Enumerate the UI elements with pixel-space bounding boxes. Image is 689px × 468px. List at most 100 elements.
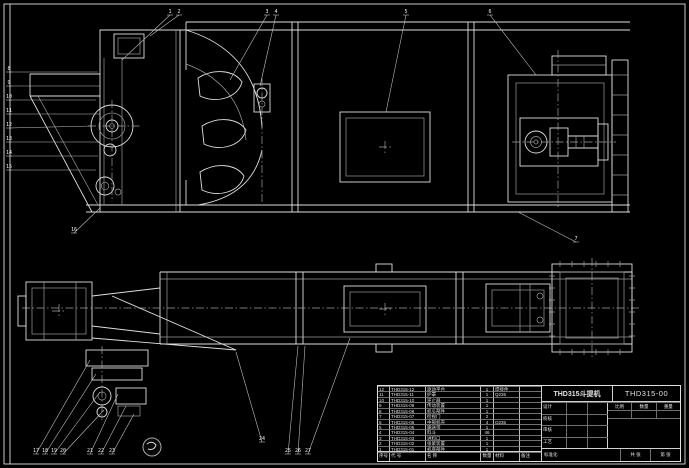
bom-cell: [519, 434, 541, 441]
bom-cell: THD315-11: [389, 391, 425, 397]
leader-line: [100, 405, 127, 455]
bom-cell: 8: [378, 407, 389, 413]
leader-line: [229, 14, 268, 81]
field-label: 工艺: [542, 436, 566, 449]
callout-number: 23: [109, 448, 115, 454]
bom-cell: THD315-04: [389, 429, 425, 435]
bom-cell: THD315-09: [389, 402, 425, 408]
bom-cell: 传动装置: [425, 402, 480, 408]
field-label: 数量: [631, 402, 656, 410]
bucket-profile: [199, 165, 245, 194]
callout-number: 17: [33, 448, 39, 454]
title-block: THD315斗提机 THD315-00 设计 校核 审核 工艺 比例 数量 重量…: [542, 386, 680, 461]
callout-number: 13: [6, 136, 12, 142]
callout-number: 12: [6, 122, 12, 128]
callout-number: 7: [574, 236, 577, 242]
drawing-title: THD315斗提机: [542, 386, 613, 401]
bom-cell: [519, 445, 541, 452]
leader-line: [8, 125, 93, 129]
callout-number: 14: [6, 150, 12, 156]
bom-cell: [519, 429, 541, 435]
bom-cell: THD315-01: [389, 445, 425, 452]
end-flange: [611, 59, 629, 212]
leader-line: [62, 409, 105, 455]
callout-number: 11: [6, 108, 12, 114]
leader-line: [489, 14, 537, 76]
bom-header-cell: 备注: [519, 452, 541, 461]
bom-cell: 4: [480, 418, 493, 424]
bom-cell: [519, 440, 541, 446]
callout-number: 10: [6, 94, 12, 100]
callout-number: 22: [98, 448, 104, 454]
bom-cell: 机座部件: [425, 445, 480, 452]
bom-cell: 1: [480, 396, 493, 403]
bom-cell: THD315-07: [389, 413, 425, 419]
callout-number: 24: [259, 436, 265, 442]
field-label: 审核: [542, 425, 566, 437]
callout-number: 9: [7, 80, 10, 86]
door-plan: [343, 285, 427, 333]
bom-cell: [493, 413, 519, 419]
bom-cell: [519, 407, 541, 414]
stamp-logo: [142, 437, 162, 457]
bom-cell: [493, 434, 519, 441]
leader-line: [287, 345, 299, 455]
bucket-curve-section: [185, 22, 271, 206]
callout-number: 21: [87, 448, 93, 454]
head-plan: [485, 258, 635, 358]
callout-number: 5: [404, 9, 407, 15]
bom-cell: 1: [480, 407, 493, 414]
drawing-frame: [3, 3, 686, 465]
leader-line: [517, 211, 577, 243]
bom-cell: 2: [480, 413, 493, 419]
bom-cell: THD315-05: [389, 423, 425, 430]
bom-cell: [519, 423, 541, 430]
leader-line: [297, 345, 306, 455]
drive-housing: [507, 50, 616, 208]
leader-line: [44, 373, 97, 455]
bom-header: 序号 代 号 名 称 数量 材料 备注: [378, 451, 541, 461]
bom-cell: THD315-10: [389, 396, 425, 403]
bom-cell: 料斗: [425, 429, 480, 435]
sheet-total: 共 张: [620, 449, 650, 461]
field-label: 重量: [655, 402, 680, 410]
bom-cell: 焊接件: [493, 386, 519, 392]
callout-number: 16: [71, 227, 77, 233]
callout-number: 4: [274, 9, 277, 15]
leader-line: [121, 14, 171, 61]
plan-view: [17, 258, 640, 420]
leader-line: [53, 391, 101, 455]
bom-cell: 输送带: [425, 423, 480, 430]
bom-cell: THD315-03: [389, 434, 425, 441]
sheet-row: 标准化 共 张 第 张: [542, 448, 680, 461]
signature-grid: 设计 校核 审核 工艺: [542, 402, 608, 448]
boot-plan: [17, 281, 237, 351]
bom-cell: 3: [378, 434, 389, 440]
bom-header-cell: 材料: [493, 452, 519, 461]
bom-cell: 9: [378, 402, 389, 408]
callout-number: 8: [7, 66, 10, 72]
leader-line: [89, 393, 119, 455]
bom-cell: [519, 386, 541, 392]
bom-cell: 1: [480, 434, 493, 441]
bom-cell: 10: [378, 396, 389, 402]
bom-cell: [493, 407, 519, 414]
bom-cell: 5: [378, 423, 389, 429]
leader-line: [259, 14, 277, 87]
bom-cell: THD315-02: [389, 440, 425, 446]
bom-cell: 12: [378, 386, 389, 391]
bom-cell: [493, 402, 519, 408]
bom-cell: THD315-06: [389, 418, 425, 424]
field-label: 校核: [542, 413, 566, 426]
